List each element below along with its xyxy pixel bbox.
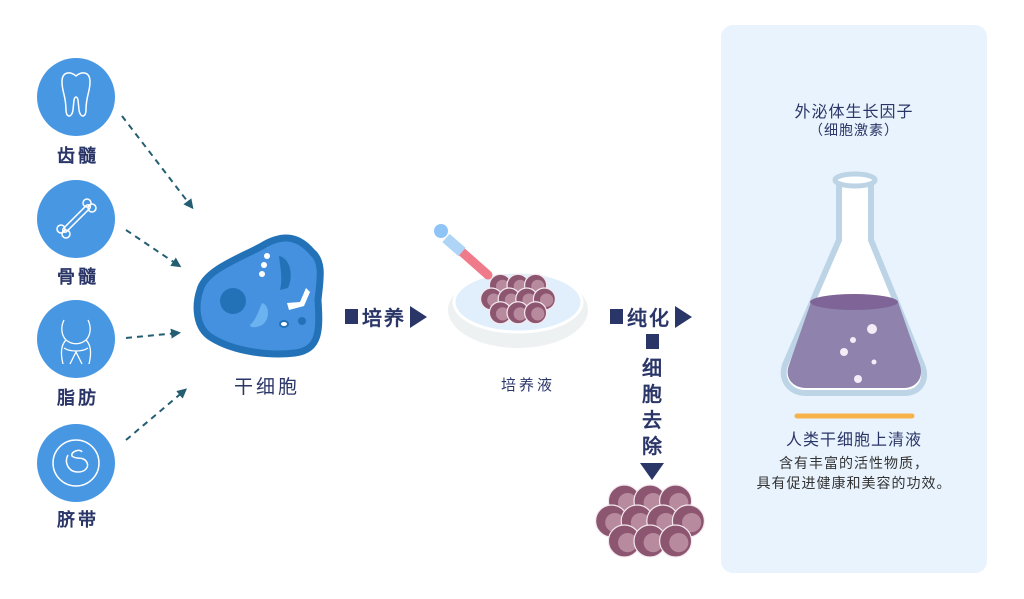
square-marker-icon — [645, 334, 659, 349]
cell-cluster-dish — [480, 273, 557, 325]
product-description: 含有丰富的活性物质， 具有促进健康和美容的功效。 — [757, 454, 952, 494]
removed-cell-cluster — [594, 484, 706, 558]
fetus-icon — [37, 424, 115, 502]
arrow-down-icon — [640, 463, 664, 480]
arrow-right-icon — [675, 305, 692, 328]
product-name: 人类干细胞上清液 — [785, 430, 923, 449]
source-label-umbilical-cord: 脐带 — [57, 510, 99, 531]
cell — [658, 524, 693, 558]
cell-removal-char: 胞 — [642, 382, 662, 406]
step-culture: 培养 — [345, 302, 427, 331]
description-line: 具有促进健康和美容的功效。 — [756, 476, 952, 492]
source-arrows — [121, 115, 194, 441]
cell — [523, 301, 548, 325]
flask-illustration — [780, 171, 927, 396]
panel-title: 外泌体生长因子 — [794, 102, 914, 121]
cell — [633, 524, 667, 558]
cell — [488, 301, 512, 325]
stem-cell-label: 干细胞 — [233, 376, 301, 398]
tooth-icon — [37, 58, 115, 136]
cell — [506, 301, 530, 325]
source-label-fat: 脂肪 — [57, 388, 99, 409]
square-marker-icon — [610, 309, 623, 324]
cell — [607, 524, 642, 558]
step-culture-label: 培养 — [362, 306, 406, 330]
cell-removal-char: 除 — [642, 434, 662, 458]
cell-removal-char: 去 — [642, 408, 662, 432]
bone-icon — [37, 180, 115, 258]
cell-removal-char: 细 — [642, 356, 662, 380]
source-label-dental-pulp: 齿髓 — [57, 146, 99, 167]
pipette-icon — [434, 224, 493, 280]
description-line: 含有丰富的活性物质， — [779, 456, 929, 472]
cell-removal-step: 细 胞 去 除 — [640, 334, 664, 480]
step-purify-label: 纯化 — [627, 306, 671, 330]
culture-medium-label: 培养液 — [500, 376, 556, 394]
step-purify: 纯化 — [610, 302, 692, 331]
arrow-right-icon — [410, 305, 427, 328]
panel-subtitle: （细胞激素） — [809, 123, 899, 139]
abdomen-icon — [37, 300, 115, 378]
stem-cell-illustration — [193, 234, 324, 358]
square-marker-icon — [345, 309, 358, 324]
source-label-bone-marrow: 骨髓 — [57, 267, 99, 288]
